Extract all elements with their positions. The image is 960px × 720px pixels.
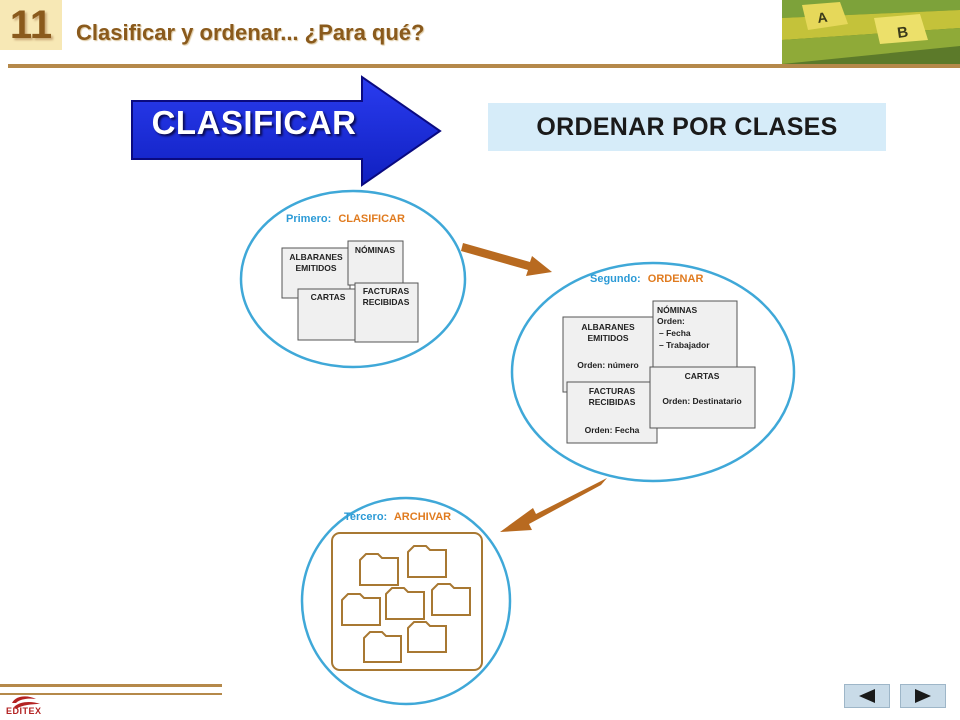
folder-tabs-photo: A B: [782, 0, 960, 64]
svg-text:Orden: Fecha: Orden: Fecha: [585, 425, 640, 435]
chapter-badge: 11: [0, 0, 62, 50]
ordenar-por-clases-label: ORDENAR POR CLASES: [536, 112, 838, 141]
svg-text:Orden:: Orden:: [657, 316, 685, 326]
clasificar-arrow: [131, 75, 442, 187]
next-slide-button[interactable]: [900, 684, 946, 708]
svg-text:Orden: Destinatario: Orden: Destinatario: [662, 396, 741, 406]
header-divider: [8, 64, 960, 68]
arrow-step2-to-step3: [500, 478, 607, 532]
step2-prefix: Segundo:: [590, 273, 641, 285]
folder-icon: [407, 545, 447, 578]
svg-text:NÓMINAS: NÓMINAS: [355, 244, 395, 255]
folder-icon: [407, 621, 447, 653]
folder-icon: [431, 583, 471, 616]
doc-facturas-step2: FACTURAS RECIBIDAS Orden: Fecha: [566, 381, 658, 444]
step3-prefix: Tercero:: [344, 511, 387, 523]
doc-facturas-step1: FACTURAS RECIBIDAS: [354, 282, 419, 343]
folder-icon: [385, 587, 425, 620]
doc-cartas-step1: CARTAS: [297, 288, 359, 341]
step3-keyword: ARCHIVAR: [394, 511, 451, 523]
previous-slide-button[interactable]: [844, 684, 890, 708]
folder-icon: [363, 631, 402, 663]
footer-divider: [0, 684, 222, 687]
step1-prefix: Primero:: [286, 213, 331, 225]
doc-albaranes-step2: ALBARANES EMITIDOS Orden: número: [562, 316, 654, 393]
folder-icon: [341, 593, 381, 626]
doc-nominas-step2: NÓMINAS Orden: – Fecha – Trabajador: [652, 300, 738, 370]
triangle-right-icon: [915, 689, 931, 703]
arrow-step1-to-step2: [461, 243, 552, 276]
svg-text:Segundo: ORDENAR: Segundo: ORDENAR: [590, 273, 703, 285]
svg-text:NÓMINAS: NÓMINAS: [657, 304, 697, 315]
svg-text:EMITIDOS: EMITIDOS: [295, 263, 336, 273]
svg-text:FACTURAS: FACTURAS: [589, 386, 636, 396]
step1-circle: Primero: CLASIFICAR ALBARANES EMITIDOS N…: [239, 189, 467, 369]
slide-title: Clasificar y ordenar... ¿Para qué?: [76, 20, 425, 45]
svg-text:Orden: número: Orden: número: [577, 360, 638, 370]
svg-text:ALBARANES: ALBARANES: [289, 252, 343, 262]
footer-divider-secondary: [0, 693, 222, 695]
triangle-left-icon: [859, 689, 875, 703]
svg-text:RECIBIDAS: RECIBIDAS: [363, 297, 410, 307]
svg-text:ALBARANES: ALBARANES: [581, 322, 635, 332]
folder-icons: [341, 545, 471, 663]
chapter-number: 11: [9, 2, 53, 47]
ordenar-por-clases-box: ORDENAR POR CLASES: [488, 103, 886, 151]
svg-text:EMITIDOS: EMITIDOS: [587, 333, 628, 343]
svg-text:B: B: [896, 24, 909, 42]
clasificar-label: CLASIFICAR: [151, 104, 357, 141]
svg-text:Primero: CLASIFICAR: Primero: CLASIFICAR: [286, 213, 405, 225]
svg-text:RECIBIDAS: RECIBIDAS: [589, 397, 636, 407]
svg-text:FACTURAS: FACTURAS: [363, 286, 410, 296]
step3-circle: Tercero: ARCHIVAR: [300, 496, 512, 706]
editex-logo-icon: [12, 696, 40, 709]
svg-text:Tercero: ARCHIVAR: Tercero: ARCHIVAR: [344, 511, 451, 523]
svg-text:CARTAS: CARTAS: [311, 292, 346, 302]
step2-circle: Segundo: ORDENAR ALBARANES EMITIDOS Orde…: [510, 261, 796, 483]
step1-keyword: CLASIFICAR: [338, 213, 405, 225]
svg-text:CARTAS: CARTAS: [685, 371, 720, 381]
doc-nominas-step1: NÓMINAS: [347, 240, 404, 286]
folder-icon: [359, 553, 399, 586]
doc-cartas-step2: CARTAS Orden: Destinatario: [649, 366, 756, 429]
svg-text:– Fecha: – Fecha: [659, 328, 691, 338]
folder-tabs-image: A B: [782, 0, 960, 64]
svg-text:A: A: [816, 9, 828, 26]
step2-keyword: ORDENAR: [648, 273, 704, 285]
svg-text:– Trabajador: – Trabajador: [659, 340, 710, 350]
editex-logo-text: EDITEX: [6, 706, 42, 716]
